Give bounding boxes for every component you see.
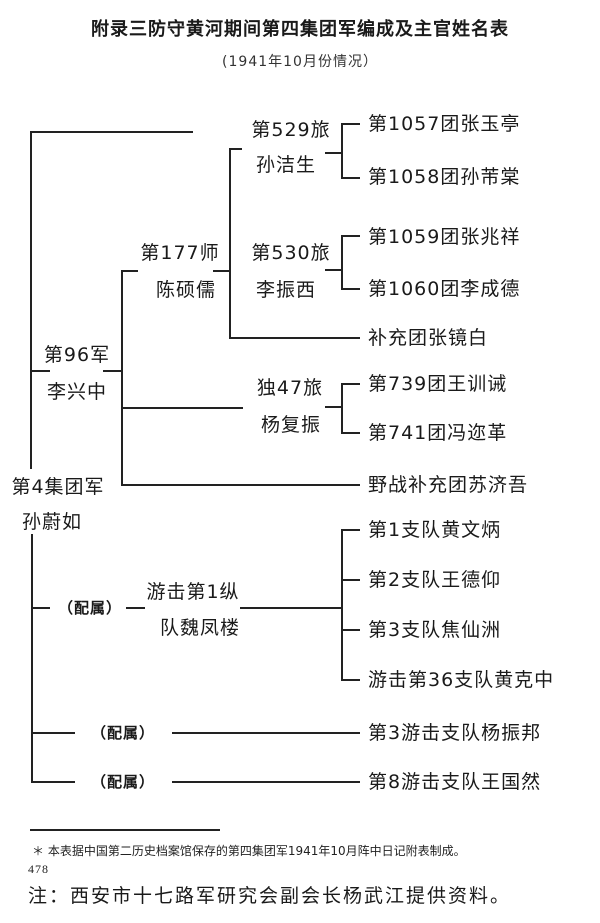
leaf-unit: 第739团王训诫 [368,373,508,395]
army-commander: 李兴中 [46,381,108,403]
leaf-unit: 第1059团张兆祥 [368,226,521,248]
brigade-commander: 杨复振 [260,414,322,436]
leaf-unit: 第3支队焦仙洲 [368,619,502,641]
note: 注：西安市十七路军研究会副会长杨武江提供资料。 [28,885,512,907]
root-commander: 孙蔚如 [21,511,83,533]
division-commander: 陈硕儒 [155,279,217,301]
leaf-unit: 第741团冯迩革 [368,422,508,444]
attached-label: （配属） [90,724,156,742]
brigade-unit: 第529旅 [251,119,331,141]
brigade-unit: 第530旅 [251,242,331,264]
brigade-commander: 孙洁生 [255,154,317,176]
brigade-commander: 李振西 [255,279,317,301]
page-subtitle: (1941年10月份情况） [222,54,378,70]
brigade-unit: 独47旅 [256,377,324,399]
leaf-unit: 野战补充团苏济吾 [368,474,529,496]
leaf-unit: 第1支队黄文炳 [368,519,502,541]
leaf-unit: 第1060团李成德 [368,278,521,300]
column-commander: 队魏凤楼 [159,617,241,639]
attached-label: （配属） [90,773,156,791]
leaf-unit: 补充团张镜白 [368,327,489,349]
column-unit: 游击第1纵 [146,581,240,603]
leaf-unit: 第8游击支队王国然 [368,771,542,793]
leaf-unit: 第3游击支队杨振邦 [368,722,542,744]
attached-label: （配属） [57,599,123,617]
leaf-unit: 第1057团张玉亭 [368,113,521,135]
page-title: 附录三防守黄河期间第四集团军编成及主官姓名表 [91,19,509,40]
division-unit: 第177师 [140,242,220,264]
leaf-unit: 第1058团孙芾棠 [368,166,521,188]
footnote: ＊ 本表据中国第二历史档案馆保存的第四集团军1941年10月阵中日记附表制成。 [32,844,466,858]
page-number: 478 [28,862,49,876]
leaf-unit: 游击第36支队黄克中 [368,669,555,691]
root-unit: 第4集团军 [11,476,105,498]
leaf-unit: 第2支队王德仰 [368,569,502,591]
army-unit: 第96军 [43,344,111,366]
